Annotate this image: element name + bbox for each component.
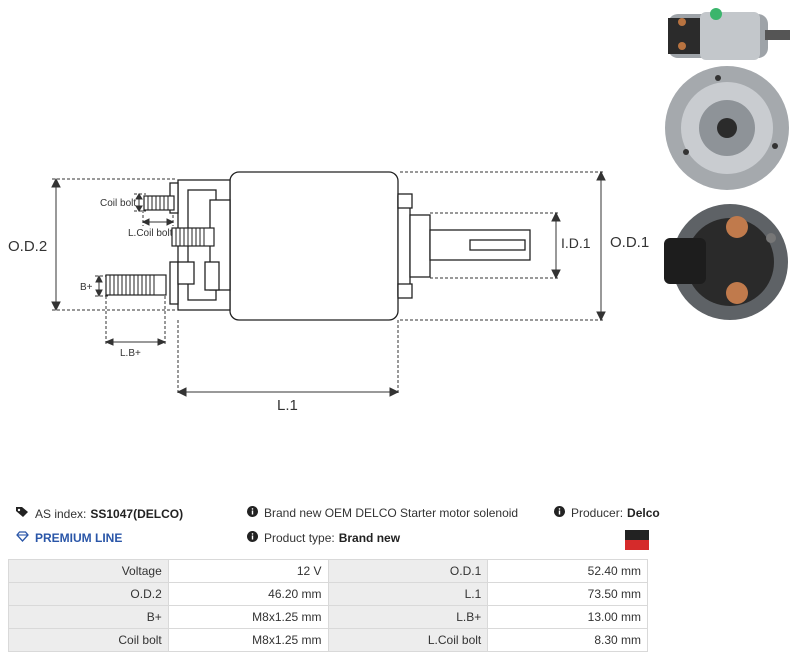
info-icon [554, 506, 565, 520]
info-icon [247, 506, 258, 520]
spec-key: O.D.2 [8, 582, 169, 606]
coil-bolt-label: Coil bolt [100, 198, 136, 209]
description-row: Brand new OEM DELCO Starter motor soleno… [247, 506, 518, 520]
as-index-row: AS index: SS1047(DELCO) [16, 506, 183, 521]
specs-table: Voltage 12 V O.D.1 52.40 mm O.D.2 46.20 … [8, 559, 648, 652]
product-photo-side [668, 8, 790, 60]
as-index-label: AS index: [35, 506, 87, 521]
table-row: O.D.2 46.20 mm L.1 73.50 mm [8, 582, 648, 606]
tags-icon [16, 506, 29, 521]
spec-value: 73.50 mm [487, 582, 648, 606]
description-text: Brand new OEM DELCO Starter motor soleno… [264, 506, 519, 520]
info-icon [247, 531, 258, 545]
product-type-row: Product type: Brand new [247, 531, 400, 545]
product-type-label: Product type: [264, 531, 335, 545]
table-row: Coil bolt M8x1.25 mm L.Coil bolt 8.30 mm [8, 628, 648, 652]
spec-key: L.1 [327, 582, 489, 606]
producer-logo [625, 530, 649, 550]
spec-value: M8x1.25 mm [167, 605, 329, 629]
spec-key: Voltage [8, 559, 169, 583]
b-plus-label: B+ [80, 282, 93, 293]
table-row: B+ M8x1.25 mm L.B+ 13.00 mm [8, 605, 648, 629]
technical-drawing: O.D.2 O.D.1 I.D.1 L.1 Coil bolt L.Coil b… [8, 8, 790, 414]
spec-value: M8x1.25 mm [167, 628, 329, 652]
premium-line-badge: PREMIUM LINE [16, 531, 122, 545]
spec-key: Coil bolt [8, 628, 169, 652]
premium-line-label: PREMIUM LINE [35, 531, 123, 545]
od2-label: O.D.2 [8, 238, 47, 255]
product-photo-back [665, 66, 789, 190]
producer-value: Delco [627, 506, 660, 520]
spec-value: 13.00 mm [487, 605, 648, 629]
spec-value: 46.20 mm [167, 582, 329, 606]
spec-value: 12 V [167, 559, 329, 583]
table-row: Voltage 12 V O.D.1 52.40 mm [8, 559, 648, 583]
od1-label: O.D.1 [610, 234, 649, 251]
diamond-icon [16, 531, 29, 545]
product-type-value: Brand new [338, 531, 401, 545]
producer-row: Producer: Delco [554, 506, 660, 520]
spec-value: 8.30 mm [487, 628, 648, 652]
l1-label: L.1 [277, 397, 298, 414]
spec-value: 52.40 mm [487, 559, 648, 583]
as-index-value: SS1047(DELCO) [90, 506, 184, 521]
spec-key: O.D.1 [327, 559, 489, 583]
id1-label: I.D.1 [561, 235, 591, 251]
product-info: AS index: SS1047(DELCO) PREMIUM LINE Bra… [14, 500, 660, 555]
l-coil-bolt-label: L.Coil bolt [128, 228, 173, 239]
l-b-plus-label: L.B+ [120, 348, 141, 359]
spec-key: L.B+ [327, 605, 489, 629]
spec-key: L.Coil bolt [327, 628, 489, 652]
producer-label: Producer: [571, 506, 624, 520]
solenoid-diagram: O.D.2 O.D.1 I.D.1 L.1 Coil bolt L.Coil b… [8, 8, 790, 414]
spec-key: B+ [8, 605, 169, 629]
product-photo-front [664, 204, 788, 320]
